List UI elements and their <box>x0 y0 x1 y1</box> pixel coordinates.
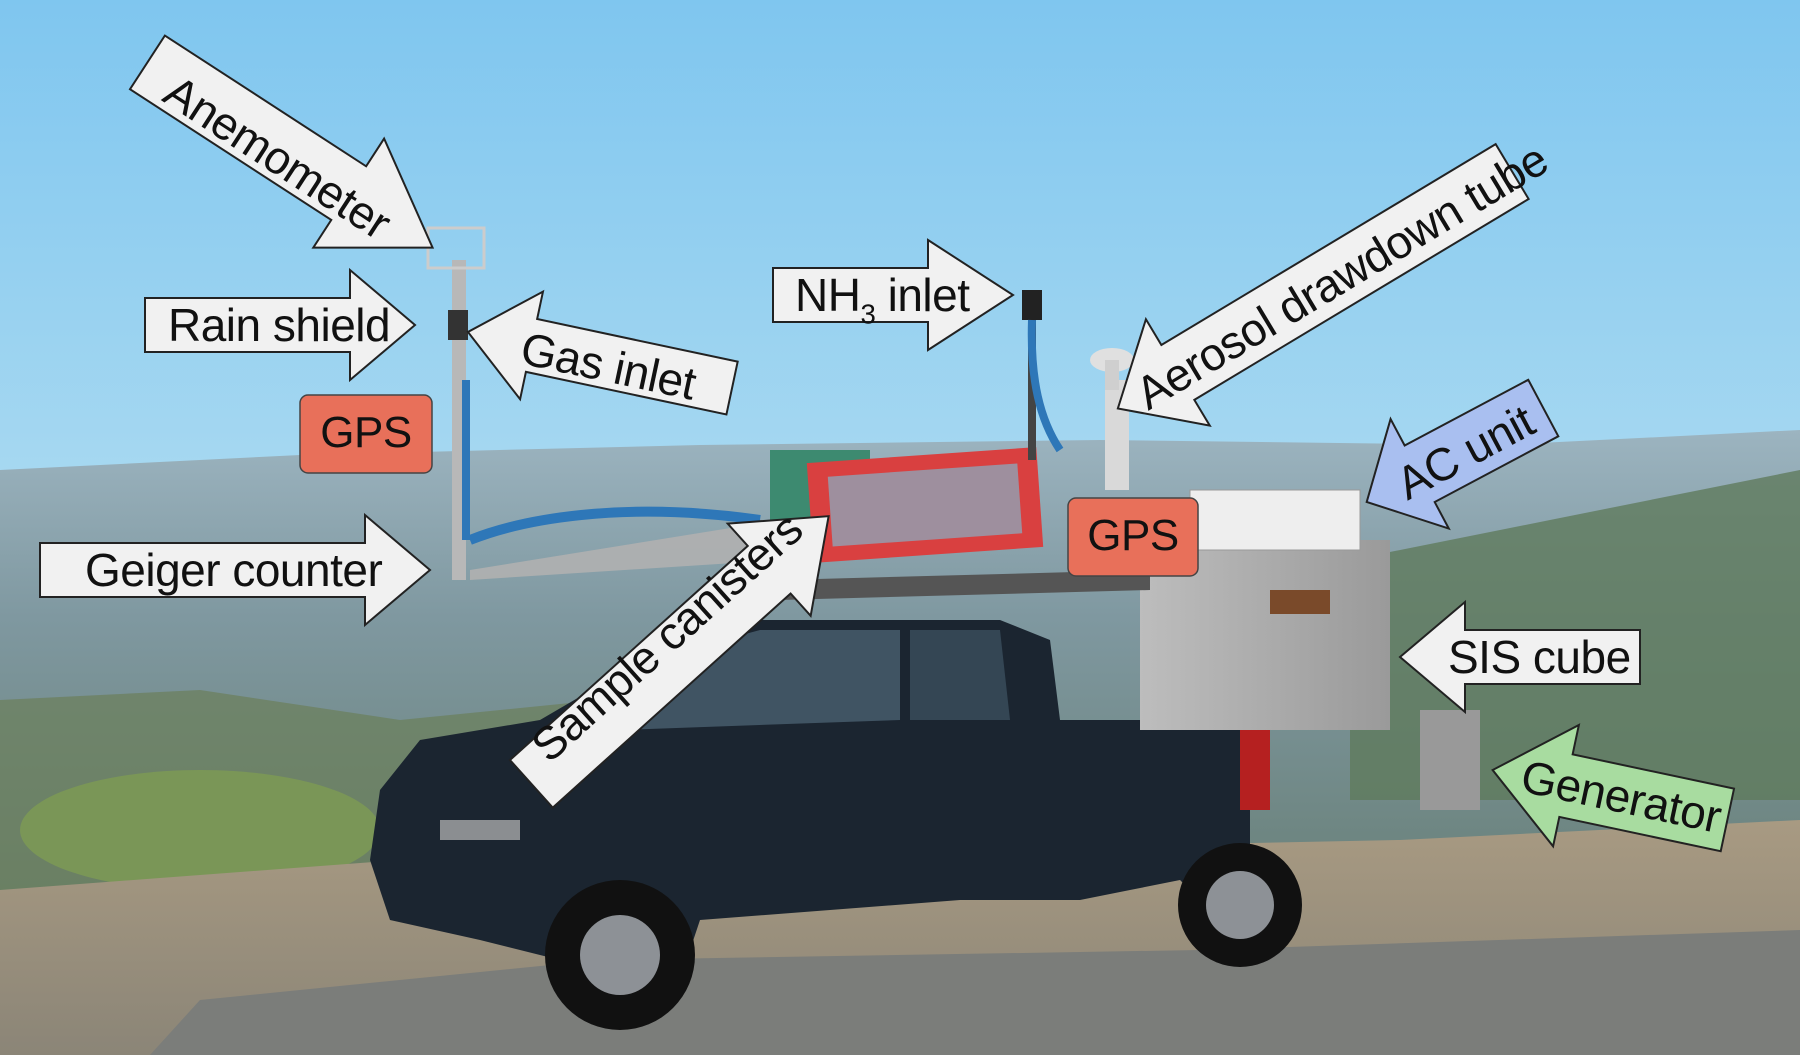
nh3-subscript: 3 <box>860 298 876 330</box>
generator <box>1420 710 1480 810</box>
cube-placard <box>1270 590 1330 614</box>
aerosol-tube-arrow <box>1116 142 1531 427</box>
anemometer-arrow <box>128 34 435 249</box>
gas-inlet-arrow <box>466 289 739 416</box>
nh3-rest: inlet <box>875 269 970 321</box>
ac-unit-arrow <box>1365 378 1560 531</box>
gps-left-label: GPS <box>320 408 412 457</box>
roof-rack <box>780 570 1150 600</box>
generator-arrow <box>1491 723 1736 853</box>
gps-right-box <box>1067 497 1199 577</box>
gps-left-box <box>299 394 433 474</box>
geiger-counter-arrow <box>39 512 432 628</box>
nh3-inlet-arrow <box>772 238 1015 352</box>
geiger-counter-label: Geiger counter <box>85 544 383 596</box>
gps-right-label: GPS <box>1087 511 1179 560</box>
rain-shield-arrow <box>144 267 417 383</box>
sample-canisters-arrow <box>508 515 830 810</box>
sampling-mast <box>426 226 780 580</box>
shrubs <box>20 770 380 890</box>
sis-cube-label: SIS cube <box>1448 631 1631 683</box>
ac-unit <box>1189 489 1361 551</box>
rain-shield-label: Rain shield <box>168 299 391 351</box>
sis-cube-arrow <box>1398 599 1641 715</box>
nh3-inlet-label: NH3 inlet <box>795 268 975 330</box>
asphalt <box>150 930 1800 1055</box>
nh3-main: NH <box>795 269 861 321</box>
